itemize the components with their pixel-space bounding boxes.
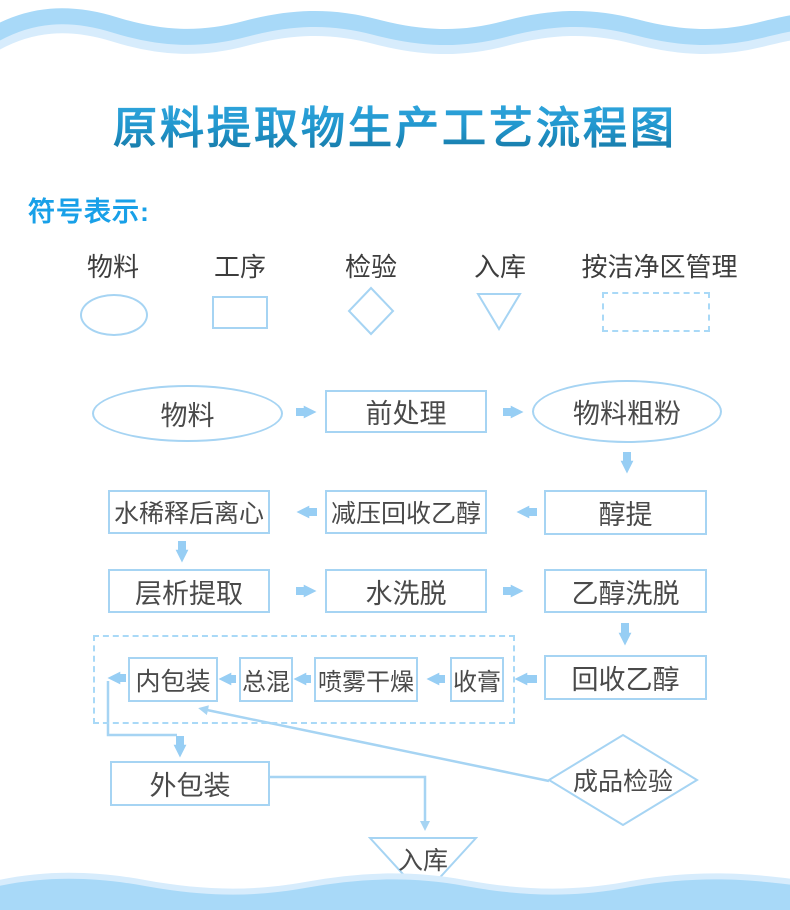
node-label: 乙醇洗脱 [571, 578, 680, 609]
node-label: 醇提 [598, 500, 653, 530]
node-warehousing: 入库 [368, 836, 478, 898]
node-inner-packaging: 内包装 [128, 657, 218, 702]
node-paste-collection: 收膏 [450, 657, 504, 702]
node-ethanol-elution: 乙醇洗脱 [544, 569, 707, 613]
node-material: 物料 [92, 385, 283, 442]
node-water-dilute-centrifuge: 水稀释后离心 [108, 490, 270, 534]
top-wave-decoration [0, 8, 790, 54]
node-label: 层析提取 [135, 578, 243, 609]
node-label: 前处理 [365, 399, 447, 429]
legend-label-material: 物料 [86, 252, 139, 282]
node-label: 入库 [397, 847, 448, 875]
node-label: 减压回收乙醇 [330, 500, 481, 528]
legend-label-process: 工序 [213, 252, 266, 282]
legend-ellipse-icon [80, 294, 148, 336]
legend-label-inspection: 检验 [344, 252, 397, 282]
node-recover-ethanol: 回收乙醇 [544, 655, 707, 700]
node-label: 内包装 [135, 667, 211, 696]
legend-heading: 符号表示: [28, 197, 150, 227]
node-label: 收膏 [453, 669, 501, 696]
legend-triangle-icon [476, 293, 522, 331]
node-chromatography-extraction: 层析提取 [108, 569, 270, 613]
page-title: 原料提取物生产工艺流程图 [0, 92, 790, 156]
node-label: 外包装 [149, 771, 231, 801]
node-label: 物料粗粉 [573, 399, 681, 429]
node-ethanol-extraction: 醇提 [544, 490, 707, 535]
legend-label-clean-area: 按洁净区管理 [581, 252, 738, 282]
node-label: 回收乙醇 [571, 665, 680, 695]
node-label: 水洗脱 [365, 578, 447, 609]
node-label: 物料 [160, 401, 215, 431]
node-spray-drying: 喷雾干燥 [314, 657, 418, 702]
node-outer-packaging: 外包装 [110, 761, 270, 806]
node-finished-product-inspection: 成品检验 [547, 734, 699, 826]
node-water-elution: 水洗脱 [325, 569, 487, 613]
node-pretreatment: 前处理 [325, 390, 487, 433]
legend-diamond-icon [347, 286, 395, 336]
legend-rect-icon [212, 296, 268, 329]
node-label: 成品检验 [572, 768, 673, 796]
node-label: 水稀释后离心 [113, 500, 264, 528]
clean-area-boundary [93, 635, 515, 724]
node-coarse-powder: 物料粗粉 [532, 380, 722, 443]
node-vacuum-recover-ethanol: 减压回收乙醇 [325, 490, 487, 534]
node-label: 喷雾干燥 [318, 669, 414, 696]
node-label: 总混 [242, 669, 290, 696]
legend-label-warehouse: 入库 [473, 252, 526, 282]
legend-dashed-rect-icon [602, 292, 710, 332]
arrow-outer-packaging-to-warehousing [270, 775, 430, 831]
node-total-mixing: 总混 [239, 657, 293, 702]
